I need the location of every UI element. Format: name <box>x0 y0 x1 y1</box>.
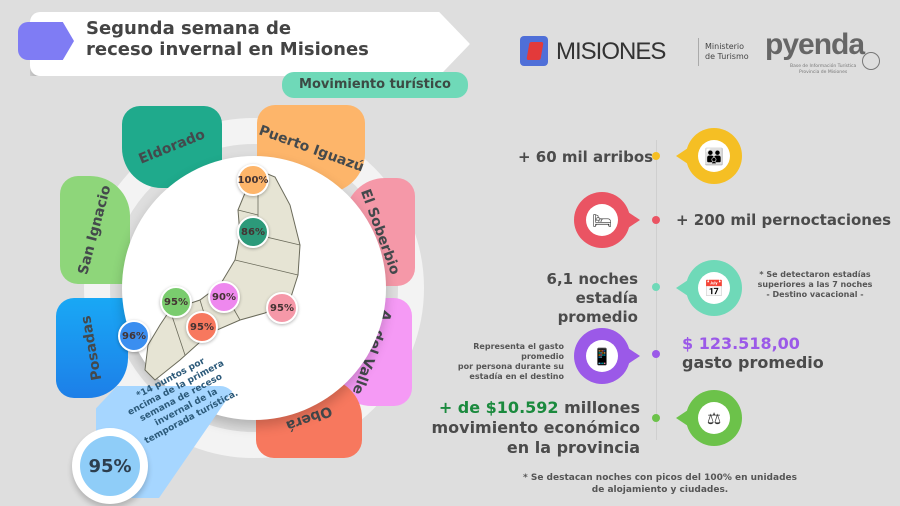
segment-label: Posadas <box>78 314 106 382</box>
arrivals-bubble: 👪 <box>676 128 742 184</box>
stay-bubble: 📅 <box>676 260 742 316</box>
pct-obera: 95% <box>186 311 218 343</box>
banner-tab-decoration <box>18 22 74 60</box>
spend-note: Representa el gasto promedio por persona… <box>440 342 564 382</box>
timeline-dot-spend <box>652 350 660 358</box>
econ-label-2: en la provincia <box>506 438 640 457</box>
pyenda-sub-2: Provincia de Misiones <box>798 70 848 75</box>
title-line-2: receso invernal en Misiones <box>86 39 369 60</box>
page-title: Segunda semana de receso invernal en Mis… <box>86 18 369 60</box>
stay-note-3: - Destino vacacional - <box>766 290 864 299</box>
timeline-dot-arrivals <box>652 152 660 160</box>
spend-note-2: por persona durante su <box>457 362 564 371</box>
misiones-wordmark: MISIONES <box>556 38 666 65</box>
pct-san-ignacio: 95% <box>160 286 192 318</box>
summary-pct: 95% <box>80 436 140 496</box>
pyenda-logo: pyenda <box>765 28 865 61</box>
stat-spend: $ 123.518,00 gasto promedio <box>682 334 824 372</box>
misiones-logo-icon <box>520 36 548 66</box>
spend-note-3: estadía en el destino <box>469 372 564 381</box>
spend-bubble: 📱 <box>574 328 640 384</box>
calendar-check-icon: 📅 <box>698 272 730 304</box>
misiones-map <box>144 169 301 381</box>
stay-note-1: * Se detectaron estadías <box>759 270 871 279</box>
phone-wallet-icon: 📱 <box>586 340 618 372</box>
overnights-bubble: 🛏 <box>574 192 640 248</box>
ministerio-line-2: de Turismo <box>705 52 749 61</box>
pyenda-subtitle: Base de Información Turística Provincia … <box>790 64 856 76</box>
ministerio-label: Ministerio de Turismo <box>705 42 749 62</box>
segment-posadas: Posadas <box>56 298 128 398</box>
stay-note-2: superiores a las 7 noches <box>757 280 873 289</box>
segment-label: Eldorado <box>136 126 208 168</box>
bed-clock-icon: 🛏 <box>586 204 618 236</box>
pct-a-del-valle: 90% <box>208 281 240 313</box>
segment-san-ignacio: San Ignacio <box>60 176 130 284</box>
stay-value: 6,1 noches <box>546 270 638 288</box>
stat-stay: 6,1 noches estadía promedio <box>508 270 638 327</box>
scales-icon: ⚖ <box>698 402 730 434</box>
subtitle-pill: Movimiento turístico <box>282 72 468 98</box>
ministerio-line-1: Ministerio <box>705 42 745 51</box>
spend-label: gasto promedio <box>682 353 824 372</box>
timeline-dot-overnights <box>652 216 660 224</box>
footnote-1: * Se destacan noches con picos del 100% … <box>523 473 797 483</box>
spend-note-1: Representa el gasto promedio <box>473 342 564 361</box>
econ-unit: millones <box>558 398 640 417</box>
stay-note: * Se detectaron estadías superiores a la… <box>755 270 875 300</box>
stat-overnights: + 200 mil pernoctaciones <box>676 211 892 229</box>
globe-icon <box>862 52 880 70</box>
pct-posadas: 96% <box>118 320 150 352</box>
family-icon: 👪 <box>698 140 730 172</box>
logo-divider <box>698 38 699 66</box>
pct-eldorado: 86% <box>237 216 269 248</box>
timeline-dot-econ <box>652 414 660 422</box>
pct-puerto-iguazu: 100% <box>237 164 269 196</box>
stat-econ: + de $10.592 millones movimiento económi… <box>420 398 640 458</box>
econ-value: + de $10.592 <box>438 398 559 417</box>
econ-label-1: movimiento económico <box>431 418 640 437</box>
segment-label: San Ignacio <box>75 183 115 277</box>
title-banner <box>30 12 470 76</box>
stat-arrivals: + 60 mil arribos <box>518 148 654 166</box>
pyenda-sub-1: Base de Información Turística <box>790 64 857 69</box>
title-line-1: Segunda semana de <box>86 18 292 39</box>
spend-value: $ 123.518,00 <box>682 334 800 353</box>
footnote: * Se destacan noches con picos del 100% … <box>520 472 800 496</box>
econ-bubble: ⚖ <box>676 390 742 446</box>
footnote-2: de alojamiento y ciudades. <box>591 485 729 495</box>
stay-label: estadía promedio <box>557 289 638 326</box>
timeline-dot-stay <box>652 283 660 291</box>
pct-el-soberbio: 95% <box>266 292 298 324</box>
